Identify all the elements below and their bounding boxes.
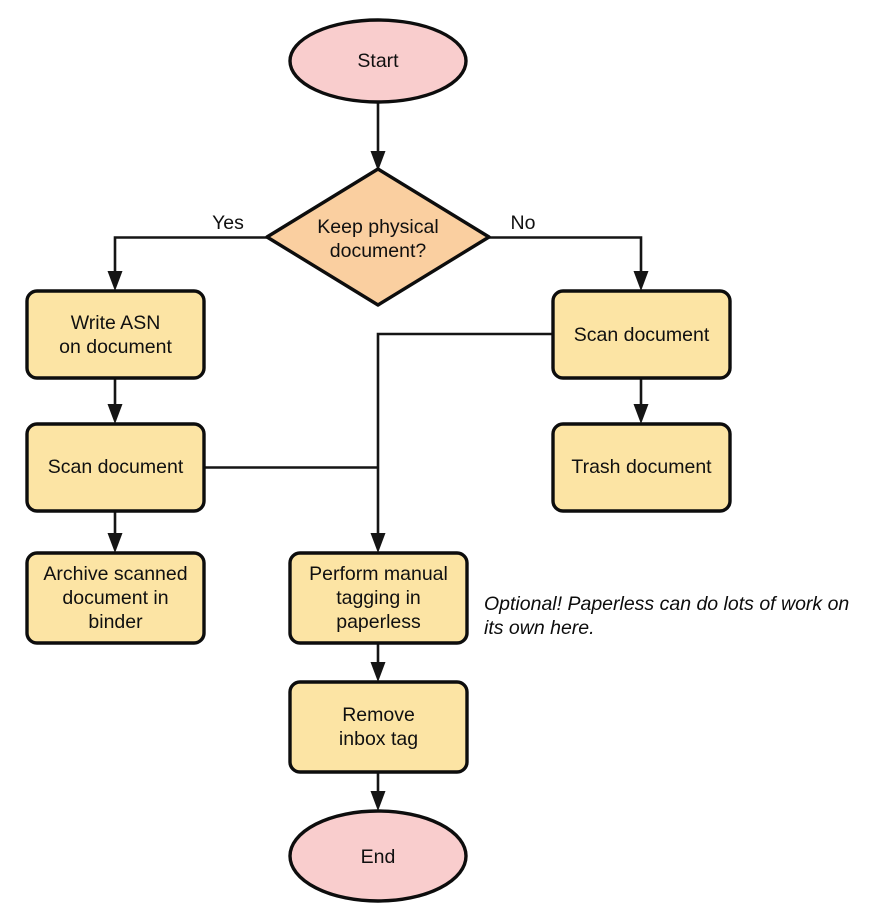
process-perform-manual-tagging-label-line3: paperless bbox=[336, 611, 421, 633]
process-perform-manual-tagging-label-line2: tagging in bbox=[336, 587, 421, 609]
process-scan-document-right-label: Scan document bbox=[574, 324, 710, 346]
process-scan-document-right-shape bbox=[551, 289, 732, 380]
edge-scan-left-to-archive bbox=[107, 511, 123, 553]
process-write-asn-on-document[interactable]: Write ASN on document bbox=[25, 289, 206, 380]
process-archive-label-line2: document in bbox=[62, 587, 168, 609]
decision-keep-physical-document[interactable]: Keep physical document? bbox=[265, 167, 491, 307]
edge-label-no: No bbox=[511, 212, 536, 234]
edge-label-layer: Yes No bbox=[212, 212, 536, 234]
process-trash-document-label: Trash document bbox=[571, 456, 712, 478]
process-scan-document-left[interactable]: Scan document bbox=[25, 422, 206, 513]
process-scan-document-left-label: Scan document bbox=[48, 456, 184, 478]
process-remove-inbox-tag-shape bbox=[288, 680, 469, 774]
edge-decision-no-to-scan-right bbox=[489, 236, 649, 291]
process-perform-manual-tagging-label-line1: Perform manual bbox=[309, 563, 448, 585]
process-archive-label-line1: Archive scanned bbox=[43, 563, 187, 585]
end-node-shape bbox=[288, 809, 468, 903]
start-node[interactable]: Start bbox=[288, 18, 468, 104]
process-archive-scanned-document-in-binder[interactable]: Archive scanned document in binder bbox=[25, 551, 206, 645]
edge-scan-right-to-trash bbox=[633, 378, 649, 424]
edge-layer bbox=[107, 102, 649, 811]
edge-manual-tagging-to-remove-inbox bbox=[370, 643, 386, 682]
annotation-line-1: Optional! Paperless can do lots of work … bbox=[484, 593, 849, 615]
process-perform-manual-tagging-in-paperless[interactable]: Perform manual tagging in paperless bbox=[288, 551, 469, 645]
process-archive-label-line3: binder bbox=[88, 611, 143, 633]
edge-start-to-decision bbox=[370, 102, 386, 171]
edge-decision-yes-to-write-asn bbox=[107, 236, 267, 291]
annotation-line-2: its own here. bbox=[484, 617, 595, 639]
process-write-asn-on-document-label-line1: Write ASN bbox=[71, 312, 161, 334]
process-write-asn-on-document-shape bbox=[25, 289, 206, 380]
process-remove-inbox-tag[interactable]: Remove inbox tag bbox=[288, 680, 469, 774]
start-node-shape bbox=[288, 18, 468, 104]
edge-label-yes: Yes bbox=[212, 212, 244, 234]
annotation-optional-paperless: Optional! Paperless can do lots of work … bbox=[484, 593, 849, 639]
edge-write-asn-to-scan-left bbox=[107, 378, 123, 424]
start-node-label: Start bbox=[357, 50, 399, 72]
process-archive-scanned-document-in-binder-shape bbox=[25, 551, 206, 645]
process-write-asn-on-document-label-line2: on document bbox=[59, 336, 172, 358]
edge-scan-right-to-manual-tagging bbox=[370, 332, 553, 553]
decision-keep-physical-document-shape bbox=[265, 167, 491, 307]
decision-keep-physical-document-label-line2: document? bbox=[330, 240, 427, 262]
edge-remove-inbox-to-end bbox=[370, 772, 386, 811]
process-trash-document[interactable]: Trash document bbox=[551, 422, 732, 513]
process-remove-inbox-tag-label-line2: inbox tag bbox=[339, 728, 418, 750]
decision-keep-physical-document-label-line1: Keep physical bbox=[317, 216, 438, 238]
process-remove-inbox-tag-label-line1: Remove bbox=[342, 704, 415, 726]
process-scan-document-right[interactable]: Scan document bbox=[551, 289, 732, 380]
process-scan-document-left-shape bbox=[25, 422, 206, 513]
end-node-label: End bbox=[361, 846, 396, 868]
end-node[interactable]: End bbox=[288, 809, 468, 903]
process-perform-manual-tagging-shape bbox=[288, 551, 469, 645]
process-trash-document-shape bbox=[551, 422, 732, 513]
